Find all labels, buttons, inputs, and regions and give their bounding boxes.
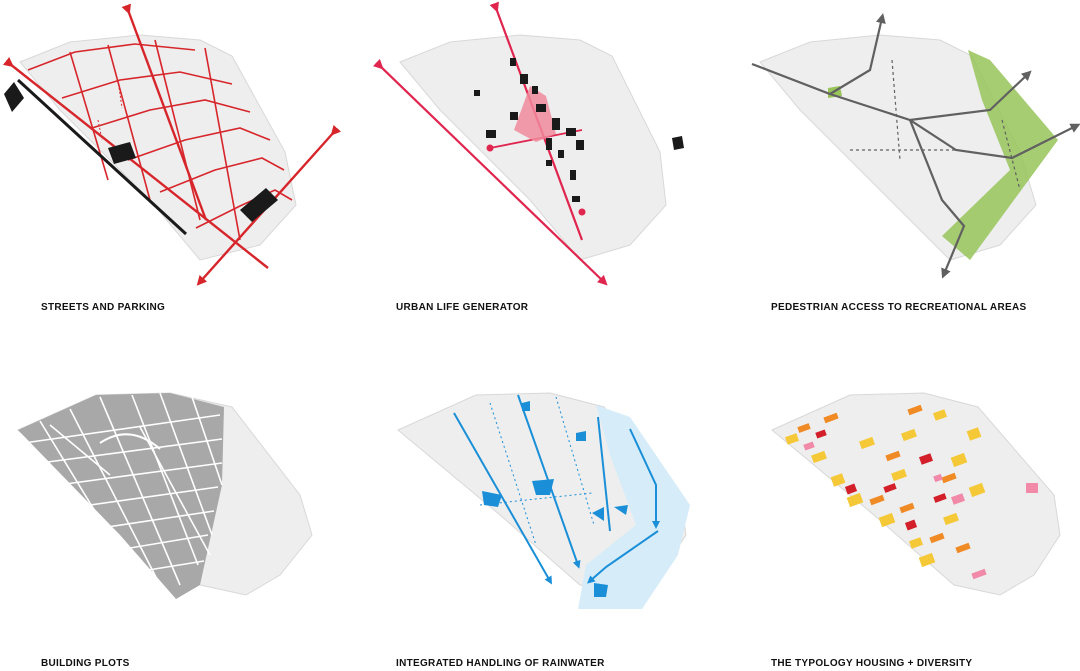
curved-street bbox=[99, 433, 161, 450]
caption-pedestrian-access: PEDESTRIAN ACCESS TO RECREATIONAL AREAS bbox=[771, 302, 1027, 313]
streets-parking-panel bbox=[0, 0, 360, 335]
urban-life-diagram bbox=[372, 1, 684, 286]
parking-lot bbox=[108, 142, 136, 164]
retention-basins bbox=[482, 401, 628, 597]
typology-housing-diagram bbox=[771, 392, 1061, 596]
node bbox=[578, 208, 586, 216]
caption-building-plots: BUILDING PLOTS bbox=[41, 658, 130, 669]
plaza bbox=[514, 86, 556, 142]
parking-lot bbox=[4, 82, 24, 112]
water-channels bbox=[453, 394, 660, 585]
housing-orange bbox=[797, 404, 971, 554]
pedestrian-access-panel bbox=[720, 0, 1080, 335]
streets-parking-diagram bbox=[2, 3, 342, 286]
caption-rainwater: INTEGRATED HANDLING OF RAINWATER bbox=[396, 658, 605, 669]
parking-lot bbox=[240, 188, 278, 222]
urban-life-panel bbox=[360, 0, 720, 335]
building-plots-panel bbox=[0, 335, 360, 671]
retention-zone bbox=[578, 405, 690, 609]
rainwater-panel bbox=[360, 335, 720, 671]
secondary-channels bbox=[479, 396, 595, 546]
activity-buildings bbox=[474, 58, 684, 202]
housing-pink bbox=[803, 441, 1038, 580]
secondary-paths bbox=[850, 59, 1021, 191]
typology-housing-panel bbox=[720, 335, 1080, 671]
main-street bbox=[372, 58, 608, 286]
rainwater-diagram bbox=[397, 392, 690, 609]
plot-divisions bbox=[23, 392, 223, 586]
park-area bbox=[942, 50, 1058, 260]
housing-yellow bbox=[784, 409, 986, 568]
plots-area bbox=[18, 393, 224, 599]
node bbox=[486, 144, 494, 152]
map-base bbox=[19, 34, 297, 261]
caption-typology-housing: THE TYPOLOGY HOUSING + DIVERSITY bbox=[771, 658, 973, 669]
housing-red bbox=[815, 429, 947, 531]
pedestrian-paths bbox=[751, 13, 1080, 279]
map-base bbox=[771, 392, 1061, 596]
rail-line bbox=[16, 78, 188, 236]
building-plots-diagram bbox=[17, 392, 313, 599]
map-base bbox=[399, 34, 667, 261]
pedestrian-access-diagram bbox=[751, 13, 1080, 279]
caption-streets-parking: STREETS AND PARKING bbox=[41, 302, 166, 313]
caption-urban-life: URBAN LIFE GENERATOR bbox=[396, 302, 529, 313]
